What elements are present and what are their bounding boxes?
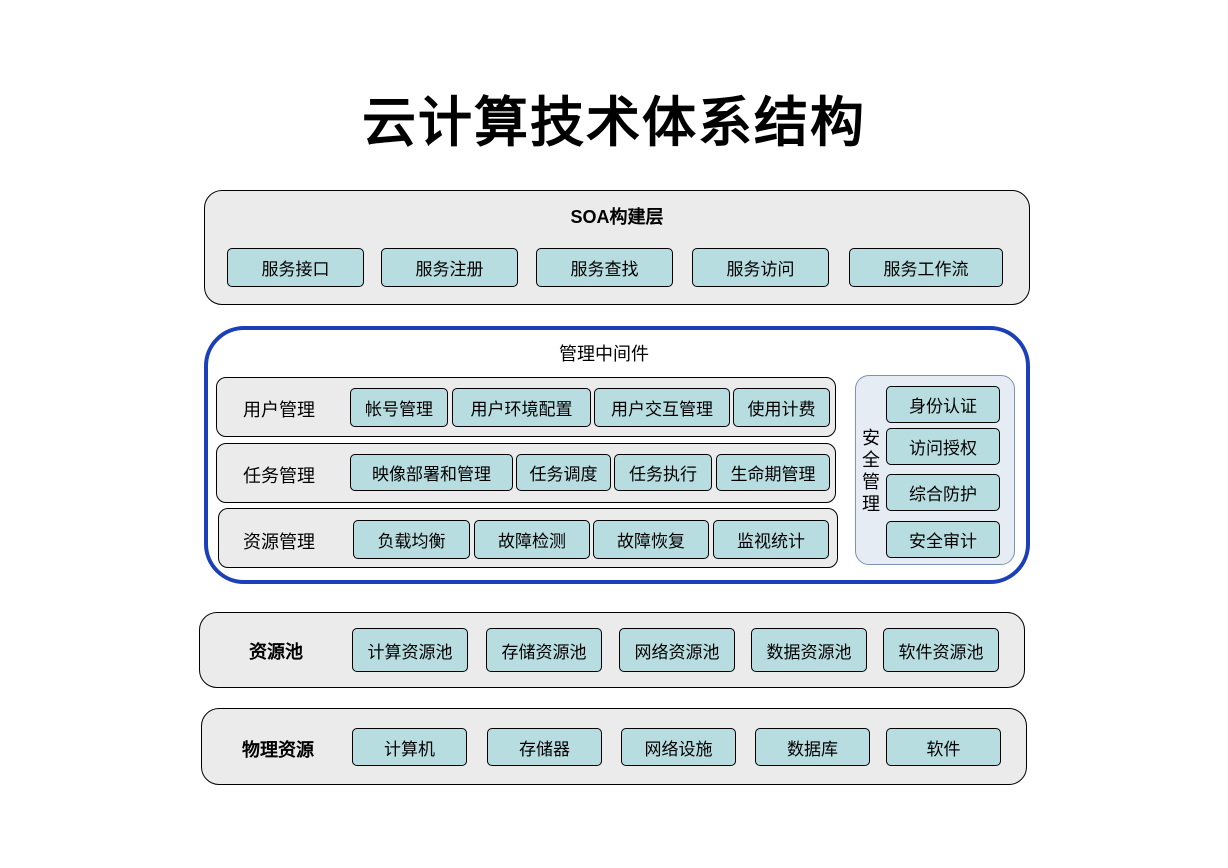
- task-management-item: 生命期管理: [716, 454, 830, 491]
- soa-item: 服务工作流: [849, 248, 1003, 287]
- resource-management-item: 监视统计: [713, 520, 829, 559]
- security-item: 安全审计: [886, 521, 1000, 558]
- task-management-item: 任务执行: [614, 454, 712, 491]
- user-management-item: 帐号管理: [350, 388, 448, 427]
- soa-item: 服务查找: [536, 248, 673, 287]
- security-management-label: 安 全 管 理: [862, 428, 880, 515]
- soa-item: 服务注册: [381, 248, 518, 287]
- physical-resources-item: 计算机: [352, 728, 467, 766]
- physical-resources-item: 数据库: [755, 728, 870, 766]
- user-management-item: 使用计费: [733, 388, 830, 427]
- resource-pool-item: 计算资源池: [352, 628, 468, 672]
- user-management-item: 用户交互管理: [594, 388, 730, 427]
- physical-resources-label: 物理资源: [242, 740, 314, 761]
- security-item: 身份认证: [886, 386, 1000, 423]
- security-item: 访问授权: [886, 428, 1000, 465]
- resource-management-item: 负载均衡: [353, 520, 470, 559]
- diagram-title: 云计算技术体系结构: [362, 90, 866, 154]
- physical-resources-item: 网络设施: [621, 728, 736, 766]
- task-management-label: 任务管理: [243, 466, 315, 487]
- soa-layer-label: SOA构建层: [570, 207, 664, 227]
- resource-management-label: 资源管理: [243, 532, 315, 553]
- user-management-item: 用户环境配置: [452, 388, 591, 427]
- task-management-item: 映像部署和管理: [350, 454, 513, 491]
- soa-item: 服务访问: [692, 248, 829, 287]
- resource-pool-label: 资源池: [249, 642, 303, 663]
- physical-resources-item: 软件: [886, 728, 1001, 766]
- resource-pool-item: 软件资源池: [883, 628, 999, 672]
- soa-item: 服务接口: [227, 248, 364, 287]
- physical-resources-item: 存储器: [487, 728, 602, 766]
- resource-management-item: 故障恢复: [593, 520, 709, 559]
- resource-pool-item: 存储资源池: [486, 628, 602, 672]
- security-item: 综合防护: [886, 474, 1000, 511]
- task-management-item: 任务调度: [516, 454, 611, 491]
- user-management-label: 用户管理: [243, 400, 315, 421]
- resource-pool-item: 数据资源池: [751, 628, 867, 672]
- resource-pool-item: 网络资源池: [619, 628, 735, 672]
- resource-management-item: 故障检测: [474, 520, 590, 559]
- middleware-label: 管理中间件: [559, 344, 649, 365]
